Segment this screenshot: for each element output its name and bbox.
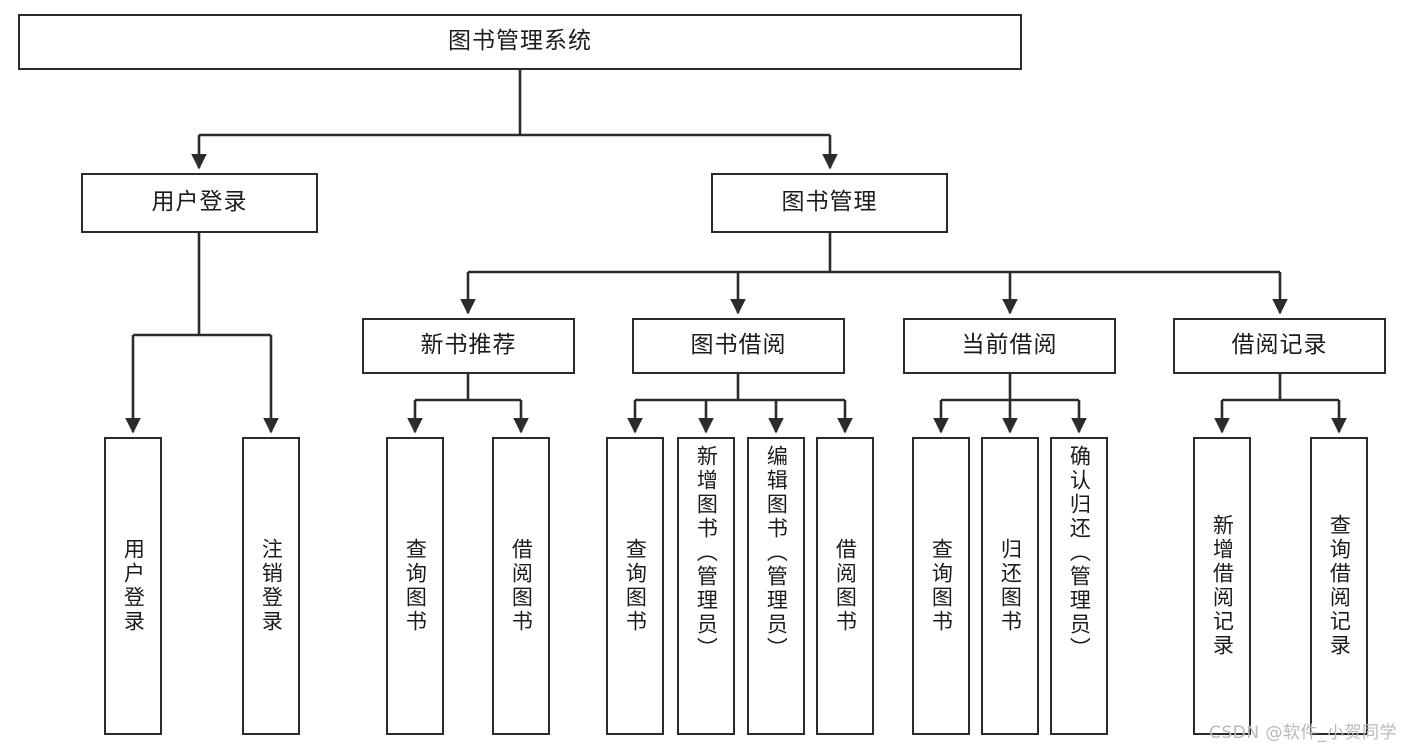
node-label: 图书借阅 — [690, 332, 787, 359]
leaf-user-login-logout[interactable]: 注销登录 — [242, 437, 300, 735]
leaf-inner: 查询图书 — [914, 439, 968, 733]
leaf-inner: 借阅图书 — [818, 439, 872, 733]
leaf-inner: 借阅图书 — [494, 439, 548, 733]
leaf-book-borrow-add-book-admin[interactable]: 新增图书（管理员） — [677, 437, 735, 735]
node-book-borrow[interactable]: 图书借阅 — [632, 318, 845, 374]
leaf-borrow-record-query-record[interactable]: 查询借阅记录 — [1310, 437, 1368, 735]
node-label: 查询图书 — [623, 538, 648, 634]
node-root-book-management-system[interactable]: 图书管理系统 — [18, 14, 1022, 70]
node-label: 借阅图书 — [833, 538, 858, 634]
node-user-login[interactable]: 用户登录 — [81, 173, 318, 233]
leaf-current-borrow-confirm-return-admin[interactable]: 确认归还（管理员） — [1050, 437, 1108, 735]
node-label: 新书推荐 — [420, 332, 517, 359]
leaf-inner: 确认归还（管理员） — [1052, 439, 1106, 739]
leaf-inner: 查询图书 — [388, 439, 442, 733]
node-label: 当前借阅 — [961, 332, 1058, 359]
leaf-inner: 用户登录 — [106, 439, 160, 733]
node-new-book-recommend[interactable]: 新书推荐 — [362, 318, 575, 374]
node-current-borrow[interactable]: 当前借阅 — [903, 318, 1116, 374]
leaf-inner: 新增借阅记录 — [1195, 439, 1249, 733]
leaf-book-borrow-edit-book-admin[interactable]: 编辑图书（管理员） — [747, 437, 805, 735]
node-label: 图书管理系统 — [448, 28, 592, 55]
node-label: 新增图书（管理员） — [694, 445, 719, 661]
leaf-inner: 新增图书（管理员） — [679, 439, 733, 739]
node-label: 借阅记录 — [1231, 332, 1328, 359]
node-label: 借阅图书 — [509, 538, 534, 634]
leaf-book-borrow-query-book[interactable]: 查询图书 — [606, 437, 664, 735]
node-label: 新增借阅记录 — [1210, 514, 1235, 658]
node-label: 用户登录 — [121, 538, 146, 634]
leaf-inner: 归还图书 — [983, 439, 1037, 733]
node-label: 图书管理 — [781, 189, 878, 216]
leaf-new-book-query-book[interactable]: 查询图书 — [386, 437, 444, 735]
leaf-user-login-login[interactable]: 用户登录 — [104, 437, 162, 735]
leaf-new-book-borrow-book[interactable]: 借阅图书 — [492, 437, 550, 735]
watermark-text: CSDN @软件_小贺同学 — [1209, 723, 1397, 743]
node-label: 归还图书 — [998, 538, 1023, 634]
node-label: 注销登录 — [259, 538, 284, 634]
node-label: 查询图书 — [929, 538, 954, 634]
leaf-inner: 注销登录 — [244, 439, 298, 733]
leaf-current-borrow-return-book[interactable]: 归还图书 — [981, 437, 1039, 735]
leaf-book-borrow-borrow-book[interactable]: 借阅图书 — [816, 437, 874, 735]
node-book-management[interactable]: 图书管理 — [711, 173, 948, 233]
node-label: 确认归还（管理员） — [1067, 445, 1092, 661]
node-label: 查询图书 — [403, 538, 428, 634]
leaf-current-borrow-query-book[interactable]: 查询图书 — [912, 437, 970, 735]
node-label: 查询借阅记录 — [1327, 514, 1352, 658]
leaf-inner: 查询图书 — [608, 439, 662, 733]
node-borrow-record[interactable]: 借阅记录 — [1173, 318, 1386, 374]
node-label: 用户登录 — [151, 189, 248, 216]
leaf-inner: 查询借阅记录 — [1312, 439, 1366, 733]
node-label: 编辑图书（管理员） — [764, 445, 789, 661]
leaf-inner: 编辑图书（管理员） — [749, 439, 803, 739]
leaf-borrow-record-add-record[interactable]: 新增借阅记录 — [1193, 437, 1251, 735]
